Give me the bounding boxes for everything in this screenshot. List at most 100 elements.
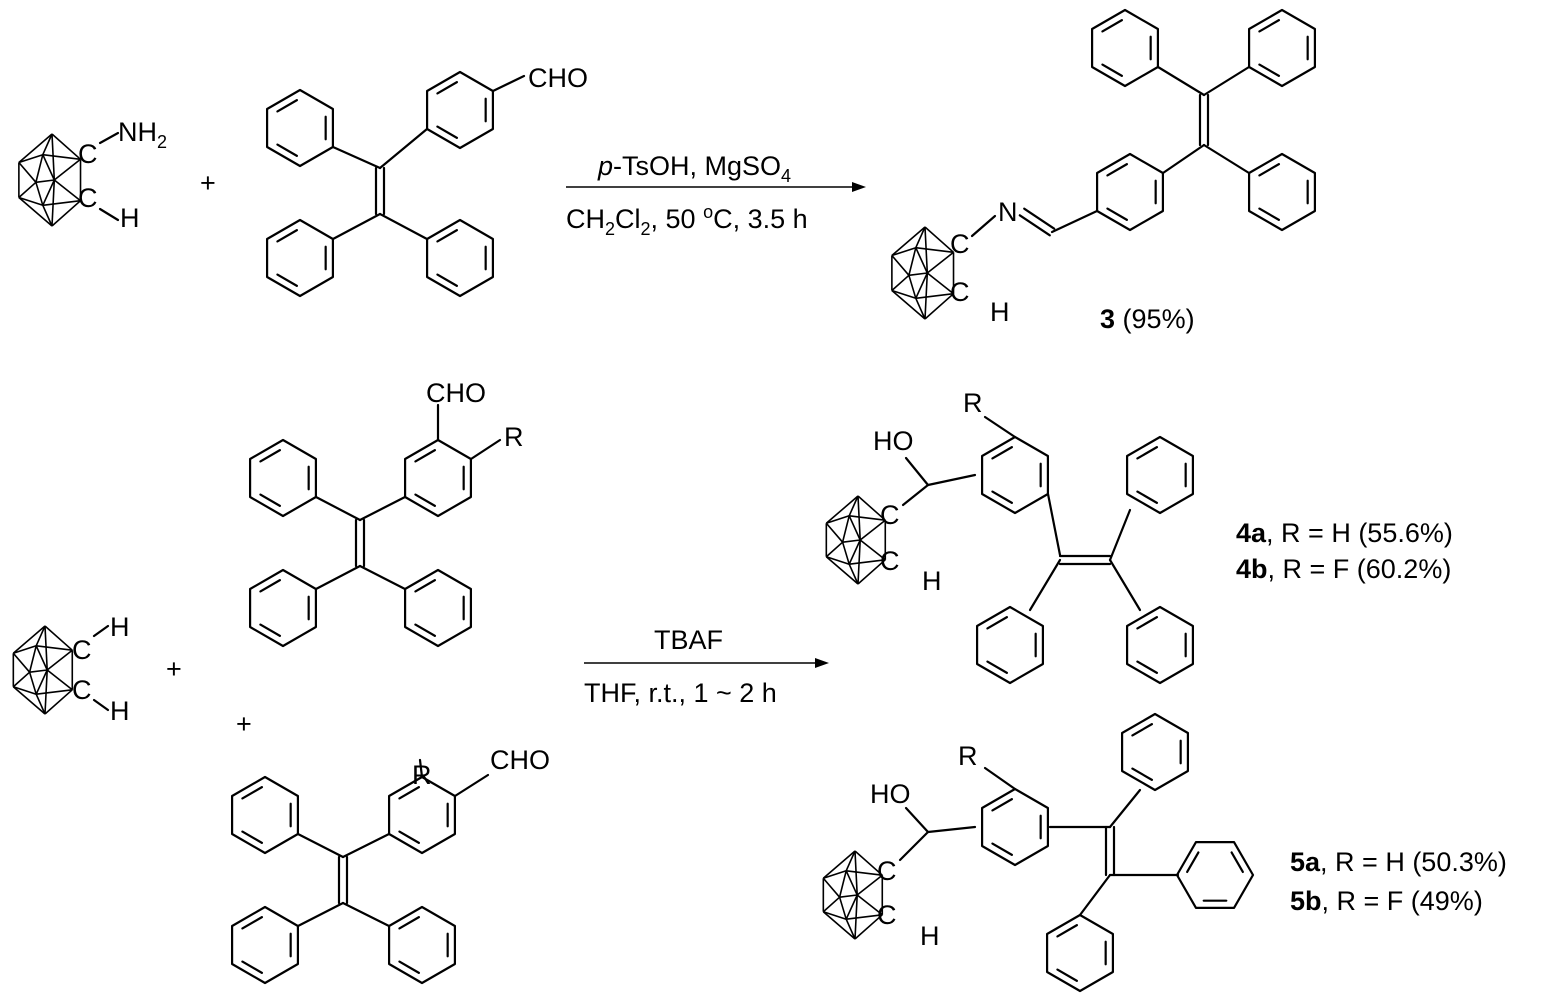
ring-inner-bond: [414, 579, 437, 593]
cage-edge: [891, 246, 917, 257]
ring-inner-bond: [436, 229, 459, 243]
ald-bottom-bond: [341, 901, 391, 928]
r2-cage-h2-label: H: [110, 696, 130, 726]
cage-edge: [35, 693, 46, 715]
ald-bottom-ring-lower-left: [230, 905, 300, 985]
p5-carbinol-to-oh: [904, 806, 930, 834]
ring-inner-bond: [398, 916, 421, 930]
cage-edge: [856, 874, 883, 896]
cage-edge: [18, 196, 44, 207]
ring-inner-bond: [241, 786, 264, 800]
cage-edge: [823, 910, 847, 920]
cage-edge: [859, 539, 886, 561]
p5-bond: [1108, 788, 1142, 829]
ring-inner-bond: [276, 143, 299, 157]
cage-edge: [848, 563, 859, 585]
ald-top-bond: [358, 495, 407, 522]
ald-top-ring-aryl: [403, 438, 473, 518]
cage-edge: [51, 133, 56, 181]
r2-cage-c1-label: C: [72, 635, 92, 665]
cage-edge: [854, 850, 883, 876]
cage-edge: [35, 179, 55, 184]
cage-edge: [18, 196, 53, 227]
ring-inner-bond: [1131, 723, 1154, 737]
cage-edge: [841, 515, 850, 543]
p3-ring-top-left: [1090, 8, 1160, 88]
cage-edge: [13, 685, 37, 695]
cage-edge: [845, 870, 858, 896]
r1-ring-to-alkene: [331, 145, 382, 170]
ring-inner-bond: [276, 99, 299, 113]
p4-ring-to-alkene: [1046, 492, 1062, 557]
ald-top-bond: [314, 564, 362, 591]
r2-conditions-top: TBAF: [654, 625, 723, 655]
cage-edge: [838, 896, 847, 920]
ald-top-bond: [314, 495, 362, 522]
p5-entry-b: 5b, R = F (49%): [1290, 886, 1483, 916]
p4-cage-to-carbinol: [901, 483, 930, 507]
ring-inner-bond: [436, 273, 459, 287]
ring-inner-bond: [398, 786, 421, 800]
ring-inner-bond: [241, 830, 264, 844]
r2-cage-c2-label: C: [72, 675, 92, 705]
p3-ring-top-right: [1247, 8, 1317, 88]
ring-inner-bond: [1101, 19, 1124, 33]
p5-ring-right: [1175, 840, 1255, 910]
p3-n-label: N: [998, 197, 1018, 227]
cage-edge: [826, 555, 850, 565]
cage-edge: [848, 495, 859, 517]
cage-edge: [845, 894, 858, 920]
cage-edge: [924, 226, 929, 274]
cage-edge: [915, 297, 926, 320]
p3-imine-double-bond: [1023, 207, 1056, 230]
r1-ring-upper-right: [425, 70, 495, 150]
ald-top-to-r: [469, 438, 502, 461]
ring-inner-bond: [1131, 767, 1154, 781]
r1-ring-lower-right: [425, 218, 495, 298]
ring-inner-bond: [414, 623, 437, 637]
r1-cho-label: CHO: [528, 63, 588, 93]
cage-edge: [44, 625, 73, 651]
p4-bond: [1108, 558, 1142, 612]
p3-bond: [1156, 65, 1206, 97]
p4-cage-h-label: H: [922, 566, 942, 596]
ring-inner-bond: [259, 579, 282, 593]
p5-ring-aryl: [980, 787, 1050, 867]
p4-ring-lower-left: [975, 605, 1045, 685]
cage-edge: [908, 272, 928, 277]
cage-edge: [854, 914, 883, 940]
cage-edge: [854, 894, 858, 940]
ring-inner-bond: [398, 960, 421, 974]
cage-edge: [42, 133, 53, 156]
ald-top-cho-label: CHO: [426, 378, 486, 408]
cage-edge: [53, 179, 82, 202]
cage-edge: [13, 645, 37, 655]
cage-edge: [822, 850, 856, 879]
cage-edge: [822, 911, 856, 940]
cage-edge: [846, 914, 883, 920]
cage-edge: [18, 153, 44, 164]
cage-edge: [926, 272, 955, 295]
r2-plus-mid: +: [236, 709, 252, 739]
p3-cage-h-label: H: [990, 297, 1010, 327]
cage-edge: [857, 559, 886, 585]
cage-edge: [908, 275, 917, 299]
ring-inner-bond: [276, 229, 299, 243]
p3-cage-c1-label: C: [950, 229, 970, 259]
ring-inner-bond: [436, 81, 459, 95]
p4-r-label: R: [963, 388, 983, 418]
cage-edge: [36, 689, 73, 695]
cage-edge: [35, 669, 48, 695]
ring-inner-bond: [1258, 19, 1281, 33]
p3-imine-double-bond: [1018, 214, 1051, 237]
cage-edge: [823, 870, 847, 880]
cage-edge: [857, 495, 886, 521]
cage-edge: [825, 541, 844, 558]
p3-imine-to-ring: [1050, 209, 1099, 234]
ring-inner-bond: [436, 125, 459, 139]
p5-carborane-cage: [822, 850, 884, 940]
ald-top-ring-lower-left: [248, 568, 318, 648]
cage-edge: [44, 689, 73, 715]
p4-bond: [1108, 508, 1132, 562]
ring-inner-bond: [1258, 207, 1281, 221]
